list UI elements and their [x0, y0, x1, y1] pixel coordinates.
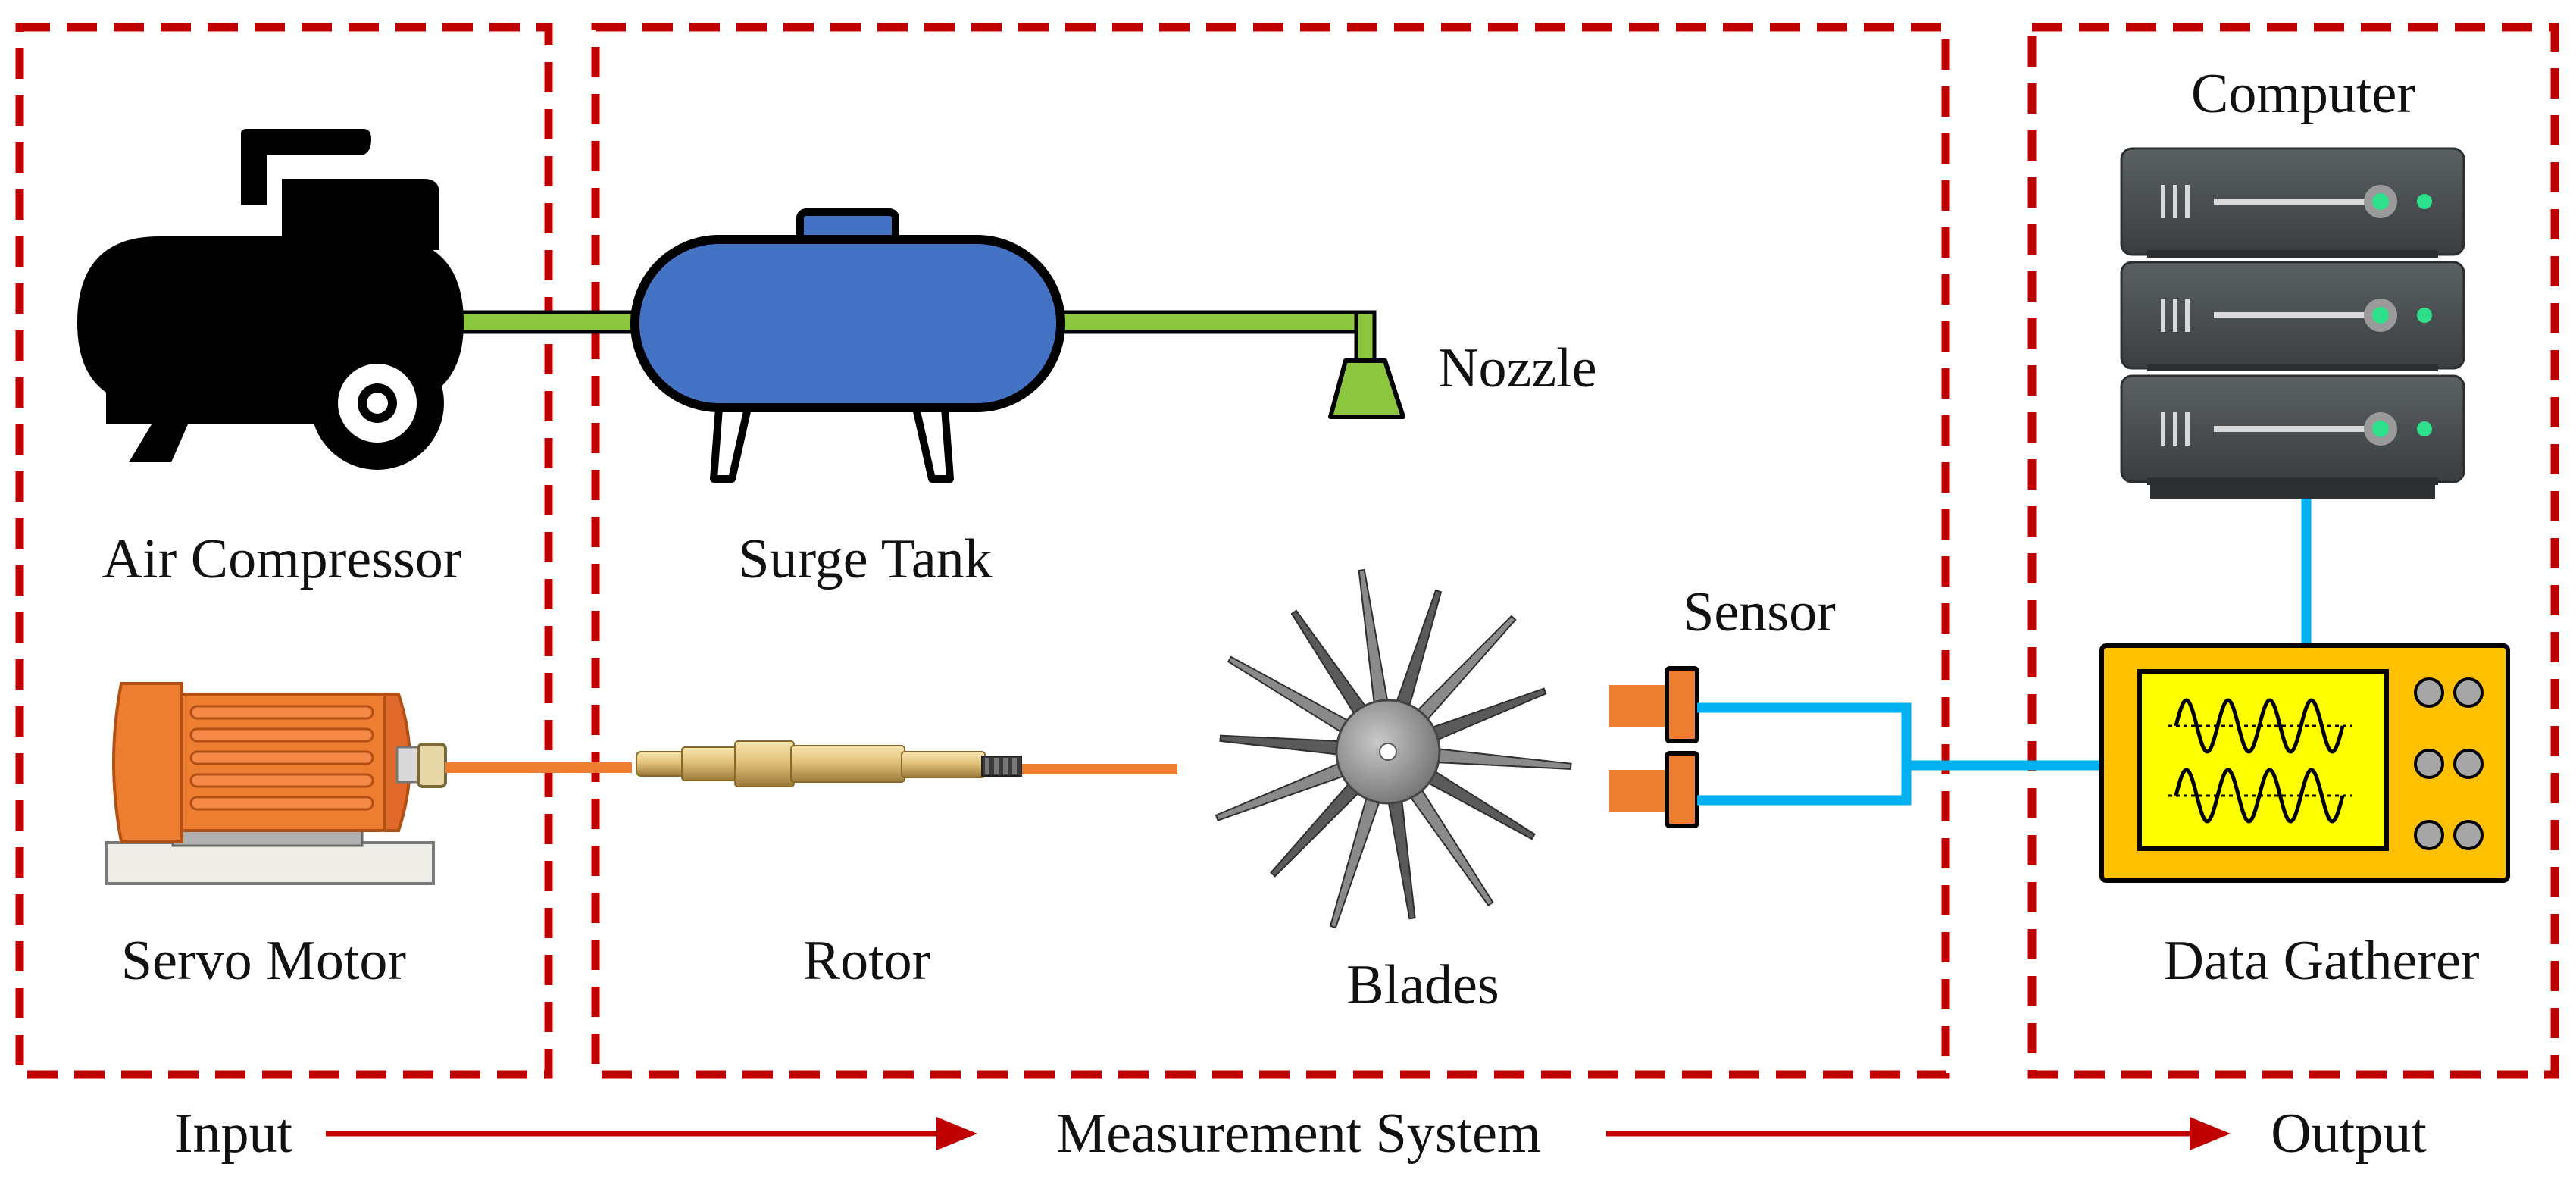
output-frame [2027, 23, 2559, 1079]
sensor-icon [1609, 666, 1699, 828]
server-drive-bar [2214, 426, 2373, 432]
flow-input-label: Input [174, 1103, 293, 1165]
blades-icon [1215, 568, 1572, 929]
server-vent [2185, 185, 2190, 218]
blade [1433, 747, 1572, 770]
flow-arrows [326, 1117, 2231, 1150]
servo-motor-label: Servo Motor [121, 930, 406, 992]
flow-measurement-system-label: Measurement System [1056, 1103, 1540, 1165]
server-vent [2173, 412, 2177, 446]
blade [1394, 589, 1443, 710]
blade [1386, 796, 1416, 920]
signal-waveform [2174, 698, 2345, 754]
coupling-shaft [445, 762, 632, 773]
server-status-led [2417, 421, 2432, 436]
server-gap [2147, 364, 2438, 371]
rotor-icon [636, 740, 1177, 787]
nozzle-icon [1328, 358, 1405, 419]
air-compressor-label: Air Compressor [102, 528, 462, 590]
measurement-frame [591, 23, 1950, 1079]
server-led [2372, 421, 2389, 437]
blade [1219, 734, 1343, 756]
server-led [2372, 193, 2389, 210]
blade-hub-hole [1379, 743, 1397, 761]
server-vent [2185, 299, 2190, 332]
nozzle-label: Nozzle [1438, 337, 1597, 399]
server-vent [2185, 412, 2190, 446]
computer-icon [2120, 147, 2465, 499]
server-led [2372, 307, 2389, 324]
signal-cables [1697, 493, 2312, 806]
server-status-led [2417, 194, 2432, 209]
sensor-label: Sensor [1683, 581, 1835, 643]
server-drive-bar [2214, 199, 2373, 205]
surge-tank-label: Surge Tank [738, 528, 992, 590]
blades-label: Blades [1346, 954, 1499, 1016]
blade [1358, 568, 1390, 708]
data-gatherer-label: Data Gatherer [2163, 930, 2479, 992]
surge-tank-icon [630, 208, 1065, 483]
input-frame [15, 23, 553, 1079]
server-vent [2173, 299, 2177, 332]
flow-output-label: Output [2271, 1103, 2427, 1165]
server-status-led [2417, 308, 2432, 323]
server-vent [2173, 185, 2177, 218]
server-drive-bar [2214, 312, 2373, 318]
server-gap [2147, 477, 2438, 485]
signal-waveform [2174, 768, 2345, 824]
air-compressor-icon [77, 129, 464, 470]
server-vent [2161, 185, 2165, 218]
data-gatherer-icon [2099, 643, 2510, 883]
server-vent [2161, 299, 2165, 332]
computer-label: Computer [2191, 63, 2415, 125]
server-gap [2147, 250, 2438, 258]
rotor-label: Rotor [803, 930, 931, 992]
servo-motor-icon [105, 682, 447, 885]
server-vent [2161, 412, 2165, 446]
